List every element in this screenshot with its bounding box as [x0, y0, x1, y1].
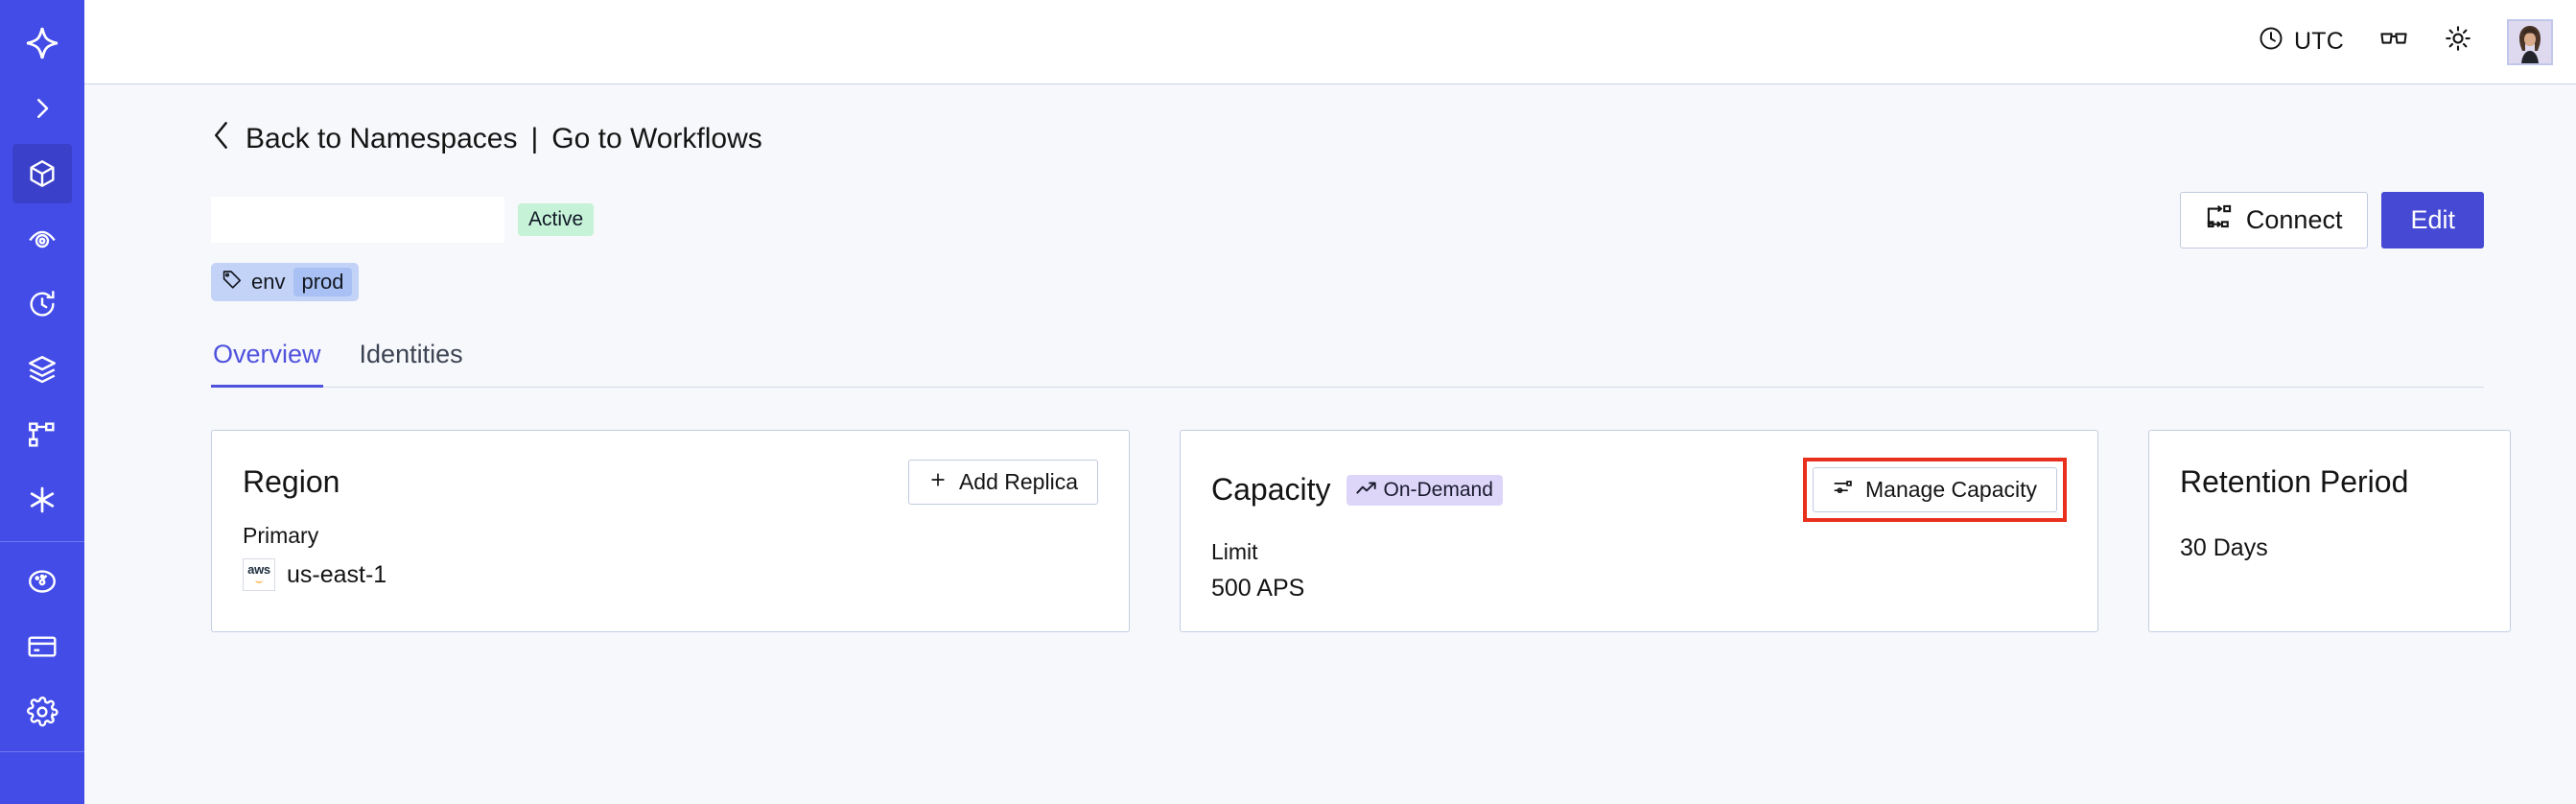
- eye-icon: [26, 223, 59, 255]
- asterisk-icon: [25, 483, 59, 517]
- tab-overview[interactable]: Overview: [211, 340, 323, 388]
- sidebar-item-layers[interactable]: [12, 340, 72, 399]
- capacity-card: Capacity On-Demand: [1180, 430, 2098, 632]
- namespace-tags: env prod: [211, 253, 2484, 301]
- sidebar-item-observability[interactable]: [12, 209, 72, 269]
- capacity-limit-value: 500 APS: [1211, 575, 1305, 602]
- region-primary-label: Primary: [243, 523, 319, 548]
- manage-capacity-button[interactable]: Manage Capacity: [1813, 467, 2057, 512]
- connect-button[interactable]: Connect: [2179, 191, 2369, 248]
- breadcrumb-back-link[interactable]: Back to Namespaces: [246, 123, 518, 154]
- breadcrumb-separator: |: [530, 123, 539, 154]
- reader-mode-button[interactable]: [2378, 25, 2409, 59]
- retention-card-header: Retention Period: [2180, 458, 2479, 506]
- trending-up-icon: [1355, 479, 1377, 502]
- connect-button-label: Connect: [2245, 204, 2343, 234]
- tag-value: prod: [293, 268, 352, 296]
- chevron-left-icon[interactable]: [211, 121, 232, 157]
- chevron-right-icon: [28, 94, 57, 123]
- on-demand-badge: On-Demand: [1346, 474, 1503, 506]
- sidebar-item-temporal-logo[interactable]: [12, 13, 72, 73]
- aws-logo-text: aws: [247, 561, 270, 577]
- aws-swoosh: ⌣: [254, 573, 264, 588]
- gear-icon: [26, 696, 59, 728]
- aws-logo-icon: aws ⌣: [243, 558, 275, 591]
- workflow-graph-icon: [26, 418, 59, 451]
- credit-card-icon: [26, 630, 59, 663]
- region-primary-value-row: aws ⌣ us-east-1: [243, 558, 1098, 591]
- sidebar-item-namespaces[interactable]: [12, 144, 72, 203]
- namespace-header: Active Co: [211, 191, 2484, 248]
- glasses-icon: [2378, 25, 2409, 59]
- cube-icon: [26, 157, 59, 190]
- gauge-icon: [26, 565, 59, 598]
- region-card-title: Region: [243, 463, 340, 499]
- region-primary-value: us-east-1: [287, 560, 387, 588]
- timezone-selector[interactable]: UTC: [2258, 25, 2344, 59]
- capacity-card-actions: Manage Capacity: [1803, 458, 2067, 522]
- tag-icon: [222, 269, 243, 296]
- add-replica-button[interactable]: Add Replica: [907, 459, 1098, 505]
- capacity-card-header: Capacity On-Demand: [1211, 458, 2067, 522]
- region-card-header: Region Add Replica: [243, 458, 1098, 506]
- plus-icon: [928, 469, 948, 495]
- breadcrumb-workflows-link[interactable]: Go to Workflows: [551, 123, 762, 154]
- sun-icon: [2444, 24, 2472, 59]
- tab-identities[interactable]: Identities: [359, 340, 463, 368]
- region-card: Region Add Replica: [211, 430, 1130, 632]
- capacity-card-title: Capacity: [1211, 472, 1331, 507]
- main-area: UTC: [84, 0, 2576, 804]
- tag-key: env: [251, 270, 286, 294]
- connect-icon: [2206, 204, 2233, 236]
- capacity-limit-label: Limit: [1211, 539, 1258, 564]
- layers-icon: [26, 353, 59, 386]
- tag-chip-env[interactable]: env prod: [211, 263, 359, 301]
- on-demand-badge-label: On-Demand: [1383, 478, 1493, 501]
- sidebar-divider: [0, 541, 84, 542]
- user-avatar[interactable]: [2507, 18, 2553, 65]
- sidebar-item-workflows[interactable]: [12, 405, 72, 464]
- sliders-icon: [1833, 477, 1854, 503]
- temporal-logo-icon: [23, 24, 61, 62]
- top-bar-actions: UTC: [2258, 18, 2553, 65]
- manage-capacity-highlight: Manage Capacity: [1803, 458, 2067, 522]
- timezone-label: UTC: [2294, 28, 2344, 55]
- breadcrumb: Back to Namespaces | Go to Workflows: [211, 121, 2484, 157]
- overview-cards: Region Add Replica: [211, 430, 2511, 632]
- edit-button[interactable]: Edit: [2381, 191, 2484, 248]
- status-badge: Active: [518, 203, 595, 236]
- add-replica-label: Add Replica: [958, 468, 1078, 494]
- sidebar-item-expand-nav[interactable]: [12, 79, 72, 138]
- namespace-name: [211, 197, 504, 243]
- sidebar-item-billing[interactable]: [12, 617, 72, 676]
- sidebar-item-nexus[interactable]: [12, 470, 72, 530]
- top-bar: UTC: [84, 0, 2576, 84]
- page-content: Back to Namespaces | Go to Workflows Act…: [84, 84, 2576, 804]
- primary-sidebar: [0, 0, 84, 804]
- manage-capacity-label: Manage Capacity: [1865, 477, 2037, 502]
- retention-card: Retention Period 30 Days: [2148, 430, 2511, 632]
- retention-value: 30 Days: [2180, 534, 2268, 561]
- clock-icon: [2258, 25, 2284, 59]
- sidebar-divider-bottom: [0, 751, 84, 752]
- retention-card-title: Retention Period: [2180, 463, 2409, 499]
- sidebar-item-usage[interactable]: [12, 552, 72, 611]
- region-card-actions: Add Replica: [907, 459, 1098, 505]
- theme-toggle-button[interactable]: [2444, 24, 2472, 59]
- sidebar-item-history[interactable]: [12, 274, 72, 334]
- sidebar-item-settings[interactable]: [12, 682, 72, 742]
- header-actions: Connect Edit: [2179, 191, 2484, 248]
- tab-bar: Overview Identities: [211, 340, 2484, 388]
- clock-rewind-icon: [26, 288, 59, 320]
